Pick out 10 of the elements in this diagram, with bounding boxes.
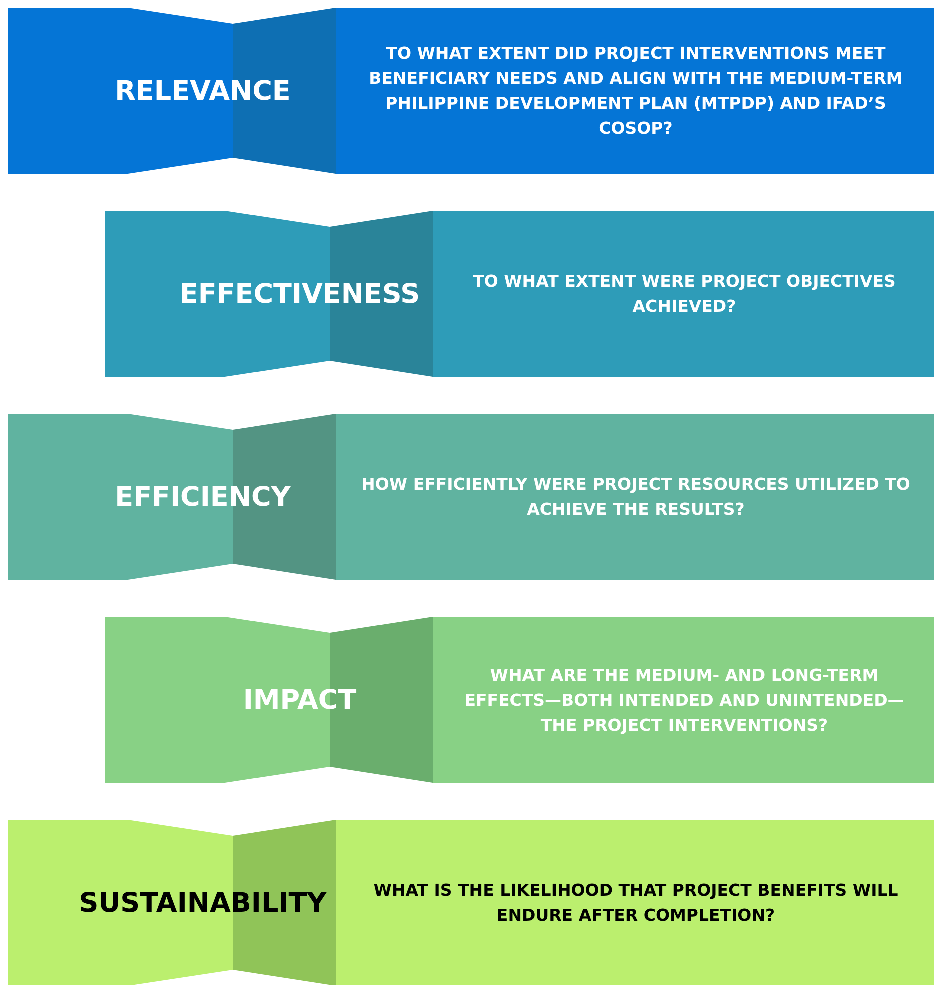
heading-text: EFFECTIVENESS (180, 278, 420, 310)
question-text: WHAT IS THE LIKELIHOOD THAT PROJECT BENEFITS WILL ENDURE AFTER COMPLETION? (372, 880, 900, 927)
heading-text: SUSTAINABILITY (79, 888, 327, 918)
heading-text: EFFICIENCY (115, 482, 291, 512)
question-text: TO WHAT EXTENT WERE PROJECT OBJECTIVES ACHIEVED? (472, 271, 897, 318)
heading-text: RELEVANCE (115, 76, 291, 106)
heading-text: IMPACT (243, 684, 357, 716)
question-text: TO WHAT EXTENT DID PROJECT INTERVENTIONS MEET BENEFICIARY NEEDS AND ALIGN WITH THE MEDIUM-TERM PHILIPPINE DEVELOPMENT PLAN (MTPDP) AND IFAD’S COSOP? (368, 43, 904, 140)
question-text: WHAT ARE THE MEDIUM- AND LONG-TERM EFFECTS—BOTH INTENDED AND UNINTENDED—THE PROJECT INTERVENTIONS? (464, 664, 906, 736)
question-text: HOW EFFICIENTLY WERE PROJECT RESOURCES UTILIZED TO ACHIEVE THE RESULTS? (360, 474, 912, 521)
